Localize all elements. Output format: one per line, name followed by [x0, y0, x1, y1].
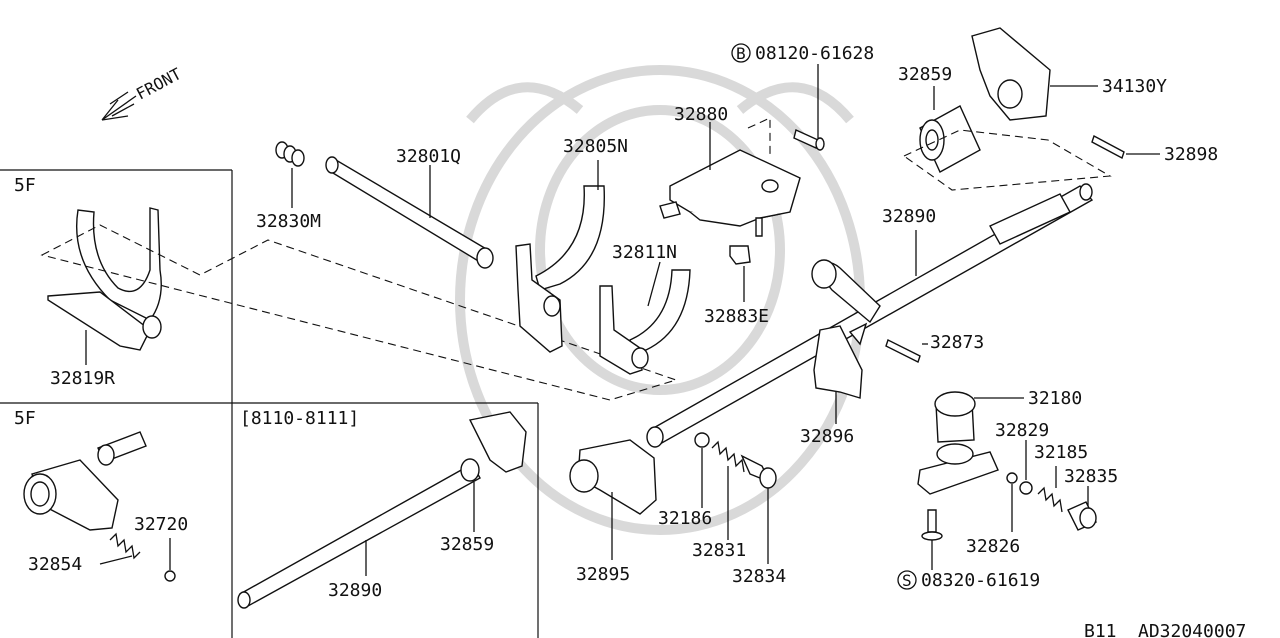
label-32180: 32180 [1028, 388, 1082, 409]
fork-32819r [47, 207, 162, 365]
ball-32826 [1006, 472, 1018, 532]
guide-dashed-line-1 [40, 224, 678, 401]
shaft-32801q [325, 156, 494, 269]
front-arrow-icon [101, 91, 137, 121]
shift-arm-32854 [23, 431, 147, 565]
fork-32895 [569, 439, 657, 560]
label-32859-top: 32859 [898, 64, 952, 85]
bracket-34130y [971, 27, 1098, 121]
housing-32180 [917, 391, 1024, 495]
ball-32829 [1019, 440, 1033, 495]
label-32819r: 32819R [50, 368, 115, 389]
label-32801q: 32801Q [396, 146, 461, 167]
label-32811n: 32811N [612, 242, 677, 263]
label-32883e: 32883E [704, 306, 769, 327]
label-32873: 32873 [930, 332, 984, 353]
ball-32720 [164, 538, 176, 582]
inset-label-5f-bottom: 5F [14, 408, 36, 429]
shaft-32890-inset [237, 411, 527, 609]
footer-code: AD32040007 [1138, 621, 1246, 638]
bolt-08120-61628 [793, 64, 825, 151]
label-32854: 32854 [28, 554, 82, 575]
circled-b-icon: B [731, 43, 751, 63]
label-32830m: 32830M [256, 211, 321, 232]
bushing-32859-top [919, 86, 981, 173]
label-32895: 32895 [576, 564, 630, 585]
label-32859-inset: 32859 [440, 534, 494, 555]
fork-32896 [813, 325, 863, 424]
inset-label-5f-top: 5F [14, 175, 36, 196]
pin-32898 [1091, 134, 1160, 160]
footer-ref: B11 [1084, 621, 1117, 638]
label-34130y: 34130Y [1102, 76, 1167, 97]
guide-dashed-line-2 [902, 129, 1112, 191]
label-32185: 32185 [1034, 442, 1088, 463]
label-08120-61628: 08120-61628 [755, 43, 874, 64]
label-32890-main: 32890 [882, 206, 936, 227]
spring-32185 [1037, 466, 1063, 513]
shaft-32890-main [646, 183, 1094, 448]
label-32896: 32896 [800, 426, 854, 447]
label-32890-inset: 32890 [328, 580, 382, 601]
label-32835: 32835 [1064, 466, 1118, 487]
plug-32835 [1067, 486, 1097, 531]
bolt-08320-61619 [921, 509, 943, 570]
label-32720: 32720 [134, 514, 188, 535]
label-32831: 32831 [692, 540, 746, 561]
fork-32805n [515, 160, 605, 353]
label-32186: 32186 [658, 508, 712, 529]
pin-32873 [885, 339, 928, 363]
pin-32883e [729, 217, 763, 302]
label-32834: 32834 [732, 566, 786, 587]
spring-32831 [711, 440, 745, 540]
label-08320-61619: 08320-61619 [921, 570, 1040, 591]
fork-32811n [599, 261, 691, 375]
circled-b-letter: B [736, 44, 746, 63]
inset-boxes [0, 169, 539, 638]
bracket-32880 [659, 117, 801, 227]
label-32829: 32829 [995, 420, 1049, 441]
inset-label-serial-range: [8110-8111] [240, 408, 359, 429]
plug-32834 [740, 454, 777, 564]
label-32805n: 32805N [563, 136, 628, 157]
spring-32830m [275, 141, 305, 208]
label-32880: 32880 [674, 104, 728, 125]
ball-32186 [694, 432, 710, 508]
label-32898: 32898 [1164, 144, 1218, 165]
label-32826: 32826 [966, 536, 1020, 557]
circled-s-letter: S [902, 571, 912, 590]
circled-s-icon: S [897, 570, 917, 590]
front-label: FRONT [133, 64, 185, 104]
